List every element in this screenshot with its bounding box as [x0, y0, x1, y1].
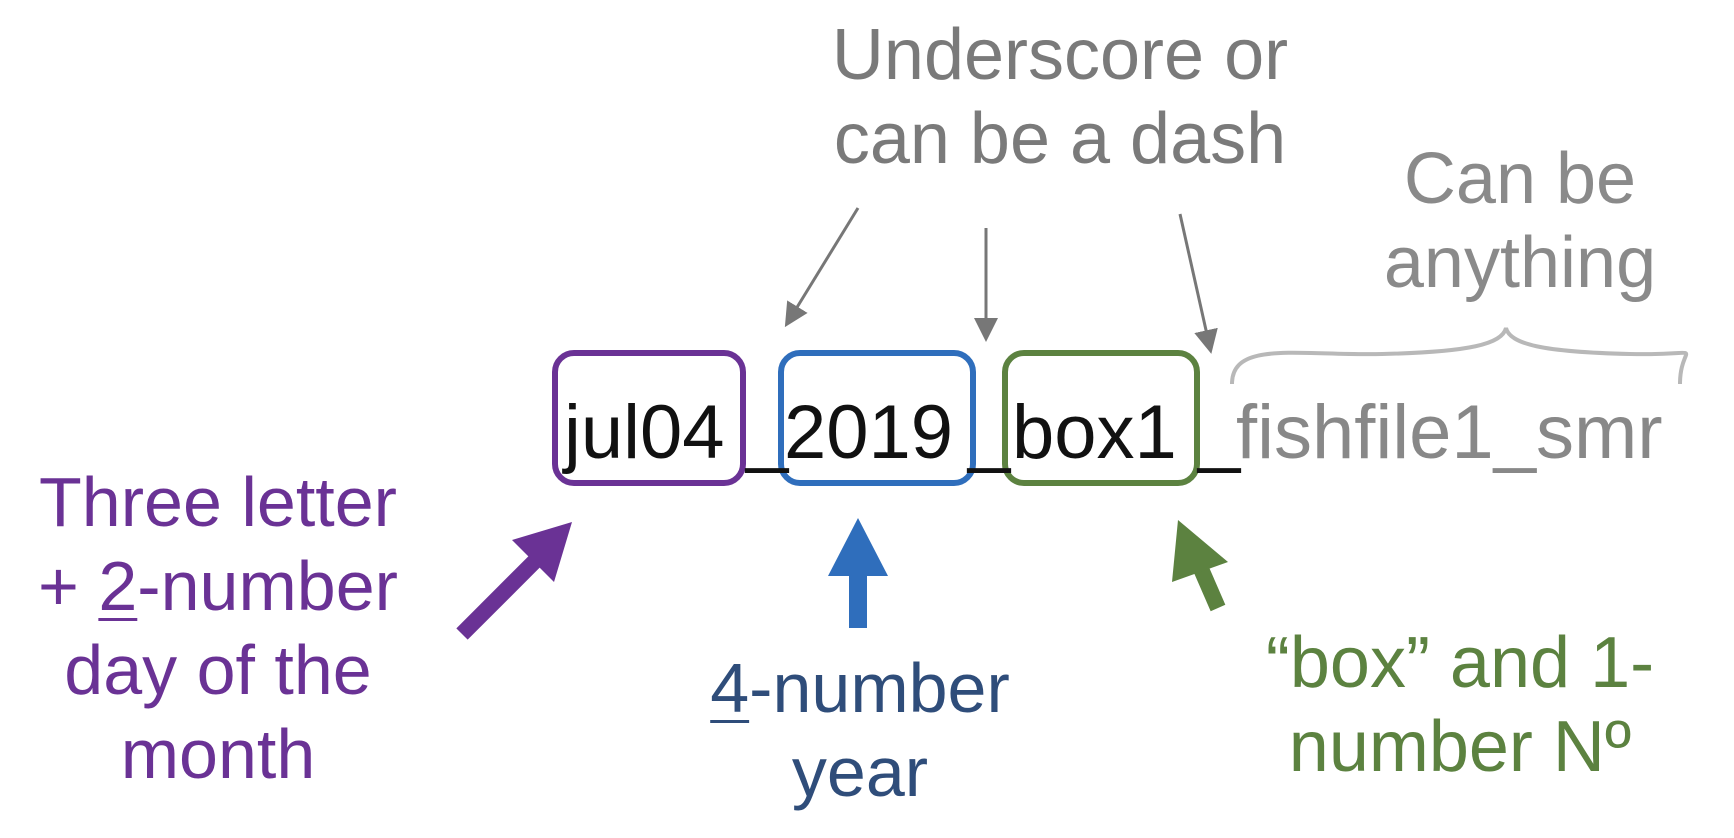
filename-day: jul04: [564, 390, 725, 475]
day-arrow-head: [512, 522, 572, 582]
filename-year: 2019: [784, 390, 954, 475]
year-note-digit: 4: [710, 649, 750, 727]
day-note-line-2: + 2-number: [0, 544, 436, 628]
filename-box: box1: [1012, 390, 1177, 475]
filename-separator-3: _: [1198, 390, 1241, 475]
day-arrow-shaft: [456, 544, 552, 640]
day-note-line-1: Three letter: [39, 463, 397, 541]
tail-note-line-2: anything: [1383, 222, 1657, 303]
year-note: 4-number year: [660, 646, 1060, 814]
box-note: “box” and 1- number Nº: [1210, 622, 1710, 789]
year-token-box: [778, 350, 976, 486]
tail-note-line-1: Can be: [1403, 139, 1637, 219]
tail-note: Can be anything: [1330, 138, 1710, 305]
box-note-line-2: number Nº: [1288, 706, 1632, 787]
box-token-box: [1002, 350, 1200, 486]
year-arrow-shaft: [849, 570, 867, 628]
separator-note: Underscore or can be a dash: [790, 14, 1330, 181]
year-note-line-1: 4-number: [660, 646, 1060, 730]
day-note-line-4: month: [120, 715, 316, 793]
day-note-line-3: day of the: [64, 631, 372, 709]
box-arrow-head: [1172, 520, 1228, 582]
box-note-line-1: “box” and 1-: [1265, 623, 1655, 703]
year-note-line-1-suffix: -number: [749, 649, 1010, 727]
year-note-line-2: year: [791, 733, 929, 811]
tail-curly-brace: [1230, 327, 1689, 385]
filename-separator-2: _: [968, 390, 1011, 475]
filename-tail: fishfile1_smr: [1236, 390, 1663, 475]
day-note: Three letter + 2-number day of the month: [0, 460, 436, 796]
filename-separator-1: _: [746, 390, 789, 475]
separator-note-line-2: can be a dash: [833, 98, 1287, 179]
year-arrow-head: [828, 518, 888, 576]
day-token-box: [552, 350, 746, 486]
separator-note-line-1: Underscore or: [831, 15, 1289, 95]
separator-arrow-1: [784, 207, 860, 328]
day-note-digit: 2: [98, 547, 138, 625]
separator-arrow-3: [1178, 213, 1218, 354]
day-note-line-2-prefix: +: [38, 547, 99, 625]
day-note-line-2-suffix: -number: [137, 547, 398, 625]
